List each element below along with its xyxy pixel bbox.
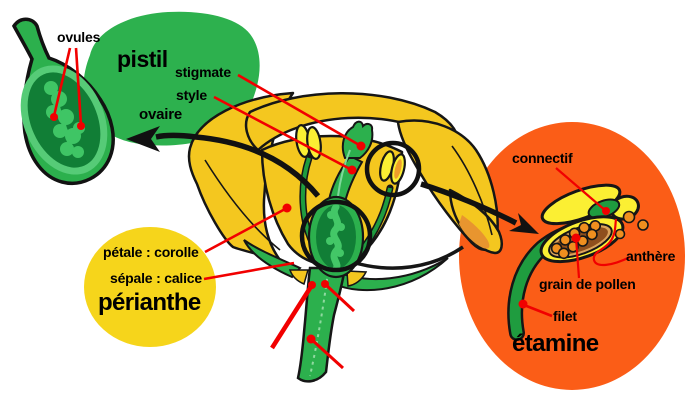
label-etamine: étamine — [512, 330, 599, 357]
etamine-arrowhead — [509, 213, 539, 234]
label-petale-corolle: pétale : corolle — [103, 244, 199, 260]
label-filet: filet — [553, 308, 577, 324]
ovaire-arrowhead — [126, 126, 160, 152]
perianthe-disc — [84, 227, 216, 347]
stamen-closeup-illustration — [507, 183, 649, 341]
stigmate-leader — [237, 73, 362, 148]
label-perianthe: périanthe — [98, 289, 201, 316]
connectif-leader — [555, 167, 607, 212]
ovule-column — [326, 203, 345, 273]
petal-tip-shading — [459, 215, 490, 249]
leader-lines — [50, 47, 631, 370]
sepale-leader — [203, 261, 295, 281]
ovules-leader-1 — [52, 47, 72, 117]
filet-leader — [523, 303, 553, 318]
sepals — [243, 239, 449, 292]
receptacle-leader-1 — [270, 283, 314, 350]
pistil-blob — [83, 11, 260, 146]
stigma-shape — [341, 120, 374, 159]
sepal-right — [330, 257, 449, 292]
label-ovaire: ovaire — [139, 106, 182, 123]
label-stigmate: stigmate — [175, 64, 231, 80]
receptacle-and-pedicel — [288, 266, 368, 383]
label-ovules: ovules — [57, 29, 101, 45]
label-sepale-calice: sépale : calice — [110, 270, 202, 286]
label-connectif: connectif — [512, 150, 573, 166]
anthere-leader — [592, 218, 631, 267]
petal-crease-right — [451, 145, 493, 236]
ovaire-arrow — [126, 126, 321, 198]
petale-leader — [204, 206, 288, 254]
grain-de-pollen-leader — [574, 237, 581, 279]
ovules-leader-2 — [74, 47, 83, 126]
style-highlight — [337, 149, 351, 197]
petal-base-left — [288, 269, 309, 286]
receptacle-leader-2 — [323, 282, 356, 313]
label-grain-de-pollen: grain de pollen — [539, 276, 636, 292]
pedicel-center-line — [309, 271, 329, 377]
sepal-left — [243, 239, 302, 279]
anther-highlight-circle — [364, 140, 422, 198]
label-style: style — [176, 87, 207, 103]
loose-pollen-grains — [614, 210, 649, 240]
ovary-highlight-circle — [299, 199, 373, 273]
petal-base-right — [346, 270, 368, 287]
petal-underside-outline — [351, 245, 464, 270]
style-leader — [213, 95, 353, 172]
petal-crease-left — [204, 159, 281, 251]
label-pistil: pistil — [117, 46, 168, 72]
label-anthere: anthère — [626, 248, 676, 264]
pedicel-leader — [309, 337, 345, 370]
etamine-arrow — [420, 181, 539, 234]
